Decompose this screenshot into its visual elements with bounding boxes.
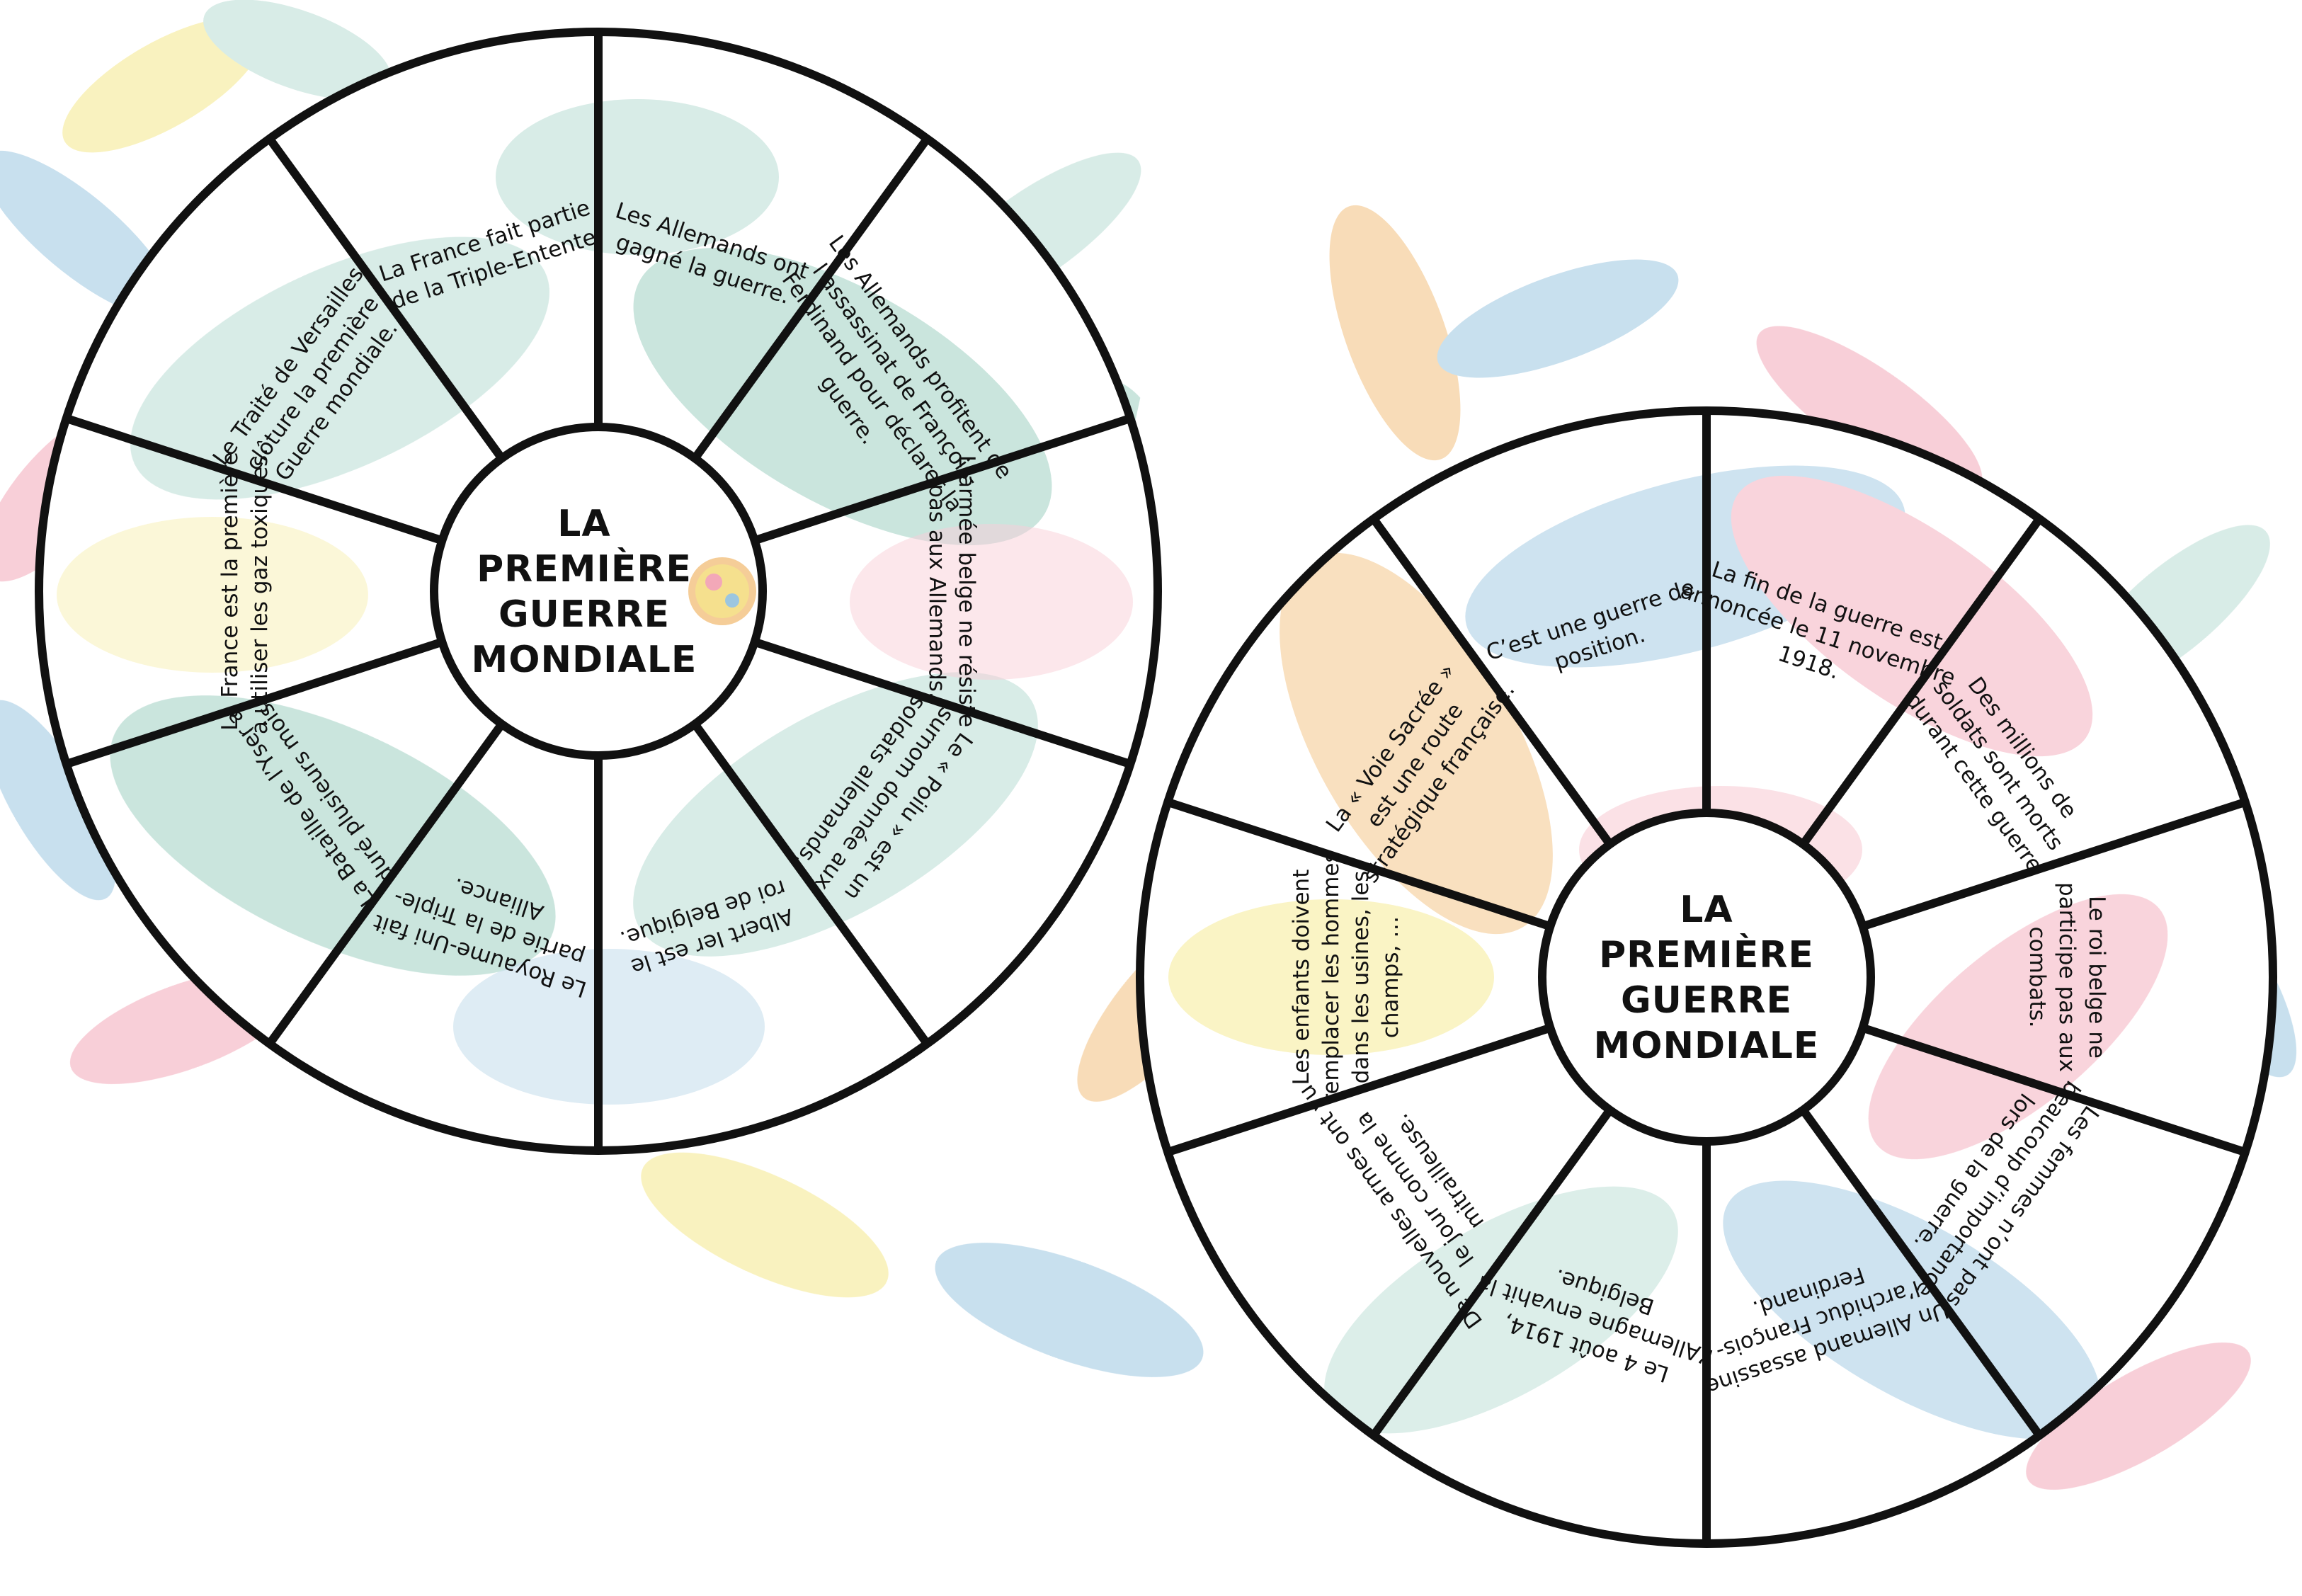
wheel-left-divider	[66, 637, 447, 768]
wheel-left-divider	[750, 414, 1131, 546]
wheel-right-segment-3-line: participe pas aux	[2054, 882, 2080, 1072]
wheel-left-hub-title-line: PREMIÈRE	[477, 547, 692, 591]
wheel-right-divider	[1371, 1105, 1615, 1437]
wheel-left-segment-3-line: L’armée belge ne résiste	[954, 455, 979, 727]
wheel-left-divider	[66, 414, 447, 546]
wheel-right-divider	[1858, 1022, 2245, 1156]
wheel-right-divider	[1798, 1105, 2042, 1437]
wheel-left-hub-title-line: MONDIALE	[472, 639, 697, 681]
wheel-right-segment-3-line: Le roi belge ne	[2084, 896, 2109, 1059]
wheel-right-hub-title-line: GUERRE	[1621, 979, 1792, 1022]
wheel-left-divider	[750, 637, 1131, 768]
wheel-left-hub-title-line: GUERRE	[498, 593, 670, 636]
wheel-right-segment-3-line: combats.	[2024, 926, 2050, 1027]
wheel-right-hub	[1538, 809, 1875, 1146]
wheel-left-hub-title-line: LA	[557, 503, 610, 545]
wheel-right-hub-title-line: PREMIÈRE	[1599, 933, 1814, 976]
wheel-left-dividers	[66, 33, 1131, 1149]
wheel-right-divider	[1858, 798, 2245, 932]
wheel-right-divider	[1168, 1022, 1555, 1156]
wheel-right-rim	[1136, 406, 2277, 1548]
wheel-right-segment-8-line: champs, …	[1378, 916, 1403, 1038]
wheel-left-divider	[266, 137, 507, 464]
wheel-right-divider	[1371, 517, 1615, 850]
wheel-left-divider	[266, 719, 507, 1046]
wheel-left-segment-8-line: La France est la première	[217, 452, 243, 731]
wheel-left-segment-3-line: pas aux Allemands.	[924, 484, 950, 699]
logo-badge-icon	[688, 557, 756, 625]
wheel-left-segment-8-line: à utiliser les gaz toxiques.	[247, 448, 273, 734]
wheel-right-segment-8-line: dans les usines, les	[1348, 871, 1374, 1084]
wheel-right-hub-title-line: MONDIALE	[1594, 1025, 1820, 1067]
wheel-left-divider	[690, 719, 930, 1046]
wheel-left-watercolor	[57, 99, 1133, 1105]
wheel-left-rim	[35, 28, 1162, 1155]
wheel-right-segment-8-line: Les enfants doivent	[1289, 870, 1314, 1085]
wheel-right-segment-8-line: remplacer les hommes	[1318, 851, 1344, 1102]
wheel-left-hub	[430, 423, 767, 760]
wheel-left-divider	[690, 137, 930, 464]
wheel-right-divider	[1798, 517, 2042, 850]
wheel-right-divider	[1168, 798, 1555, 932]
wheel-right-hub-title-line: LA	[1680, 889, 1733, 931]
wheel-right-dividers	[1168, 412, 2245, 1542]
